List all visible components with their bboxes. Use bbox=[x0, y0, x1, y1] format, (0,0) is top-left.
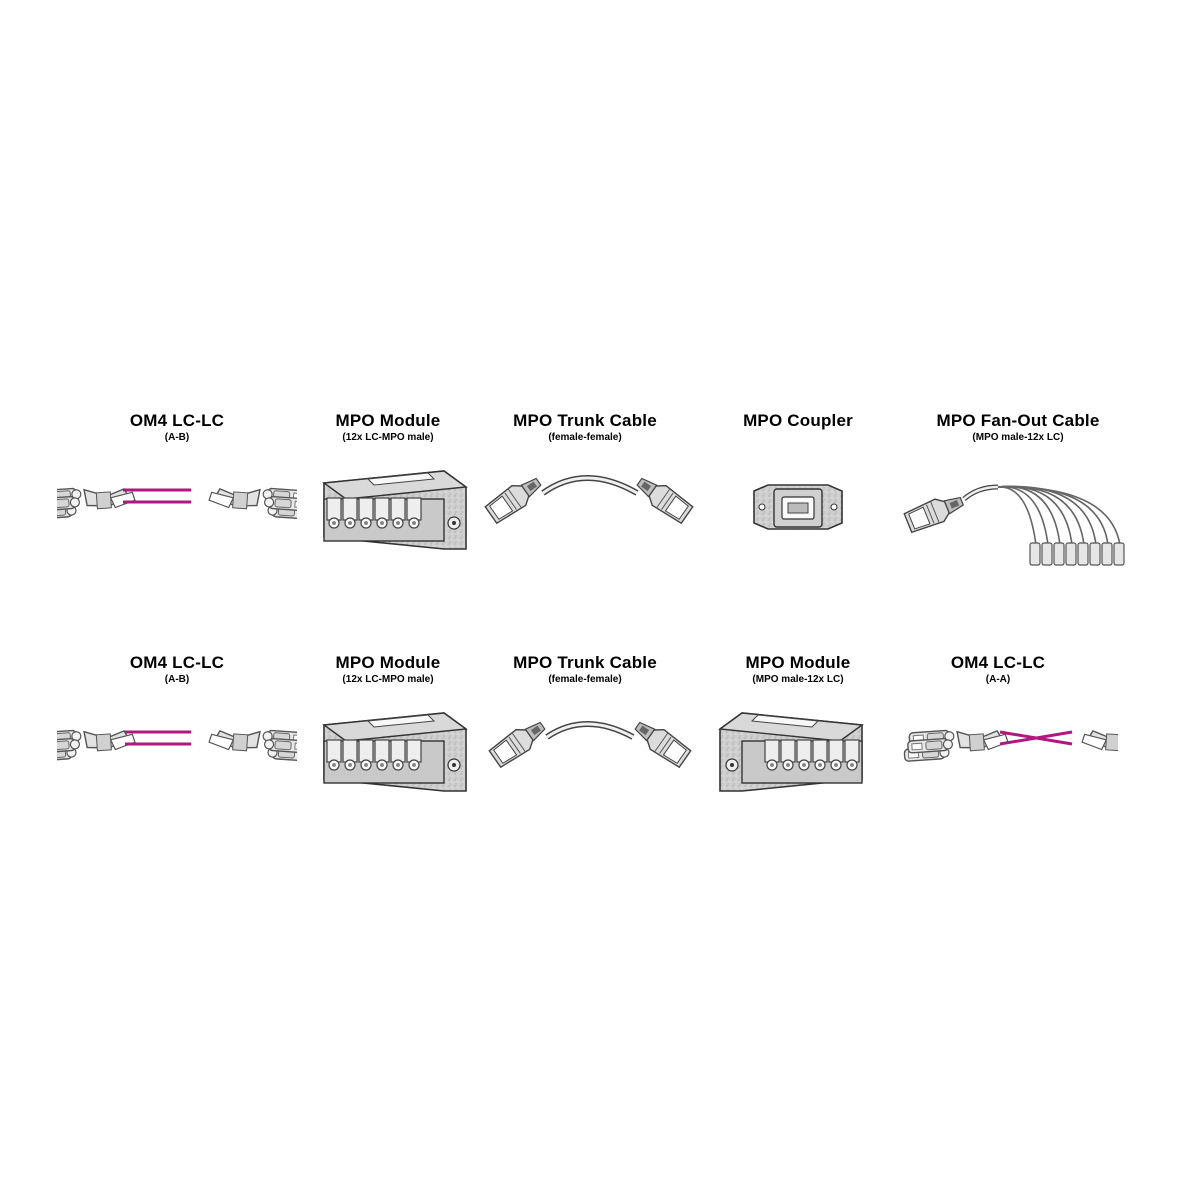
component-mpo-trunk-cable: MPO Trunk Cable (female-female) bbox=[465, 652, 705, 842]
lc-duplex-patch-cable-crossed-icon bbox=[878, 707, 1118, 842]
component-mpo-module: MPO Module (12x LC-MPO male) bbox=[268, 652, 508, 842]
component-title: MPO Coupler bbox=[743, 411, 853, 430]
mpo-module-reversed-icon bbox=[678, 707, 918, 842]
lc-duplex-patch-cable-straight-icon bbox=[57, 465, 297, 600]
component-subtitle: (A-A) bbox=[985, 674, 1011, 685]
lc-duplex-patch-cable-straight-icon bbox=[57, 707, 297, 842]
component-om4-lc-lc-aa: OM4 LC-LC (A-A) bbox=[878, 652, 1118, 842]
component-subtitle: (A-B) bbox=[164, 432, 190, 443]
component-mpo-module-reversed: MPO Module (MPO male-12x LC) bbox=[678, 652, 918, 842]
component-subtitle: (female-female) bbox=[548, 432, 622, 443]
mpo-module-icon bbox=[268, 707, 508, 842]
mpo-coupler-icon bbox=[678, 465, 918, 600]
component-title: OM4 LC-LC bbox=[129, 411, 225, 430]
component-title: MPO Module bbox=[335, 411, 441, 430]
component-title: OM4 LC-LC bbox=[950, 653, 1046, 672]
component-title: MPO Trunk Cable bbox=[513, 411, 657, 430]
component-title: MPO Module bbox=[335, 653, 441, 672]
component-subtitle: (12x LC-MPO male) bbox=[342, 674, 434, 685]
component-subtitle: (A-B) bbox=[164, 674, 190, 685]
component-om4-lc-lc-ab: OM4 LC-LC (A-B) bbox=[57, 652, 297, 842]
component-mpo-fanout-cable: MPO Fan-Out Cable (MPO male-12x LC) bbox=[898, 410, 1138, 600]
component-mpo-trunk-cable: MPO Trunk Cable (female-female) bbox=[465, 410, 705, 600]
component-subtitle: (12x LC-MPO male) bbox=[342, 432, 434, 443]
component-title: MPO Module bbox=[745, 653, 851, 672]
component-subtitle: (MPO male-12x LC) bbox=[972, 432, 1064, 443]
mpo-trunk-cable-icon bbox=[465, 707, 705, 842]
mpo-module-icon bbox=[268, 465, 508, 600]
component-om4-lc-lc-ab: OM4 LC-LC (A-B) bbox=[57, 410, 297, 600]
mpo-trunk-cable-icon bbox=[465, 465, 705, 600]
component-title: MPO Trunk Cable bbox=[513, 653, 657, 672]
diagram-row-1: OM4 LC-LC (A-B) MPO Module (12x LC-MPO m… bbox=[0, 410, 1200, 600]
component-title: OM4 LC-LC bbox=[129, 653, 225, 672]
component-subtitle: (female-female) bbox=[548, 674, 622, 685]
mpo-fanout-cable-icon bbox=[898, 465, 1138, 600]
component-mpo-coupler: MPO Coupler bbox=[678, 410, 918, 600]
component-title: MPO Fan-Out Cable bbox=[936, 411, 1100, 430]
component-mpo-module: MPO Module (12x LC-MPO male) bbox=[268, 410, 508, 600]
component-subtitle: (MPO male-12x LC) bbox=[752, 674, 844, 685]
diagram-row-2: OM4 LC-LC (A-B) MPO Module (12x LC-MPO m… bbox=[0, 652, 1200, 842]
